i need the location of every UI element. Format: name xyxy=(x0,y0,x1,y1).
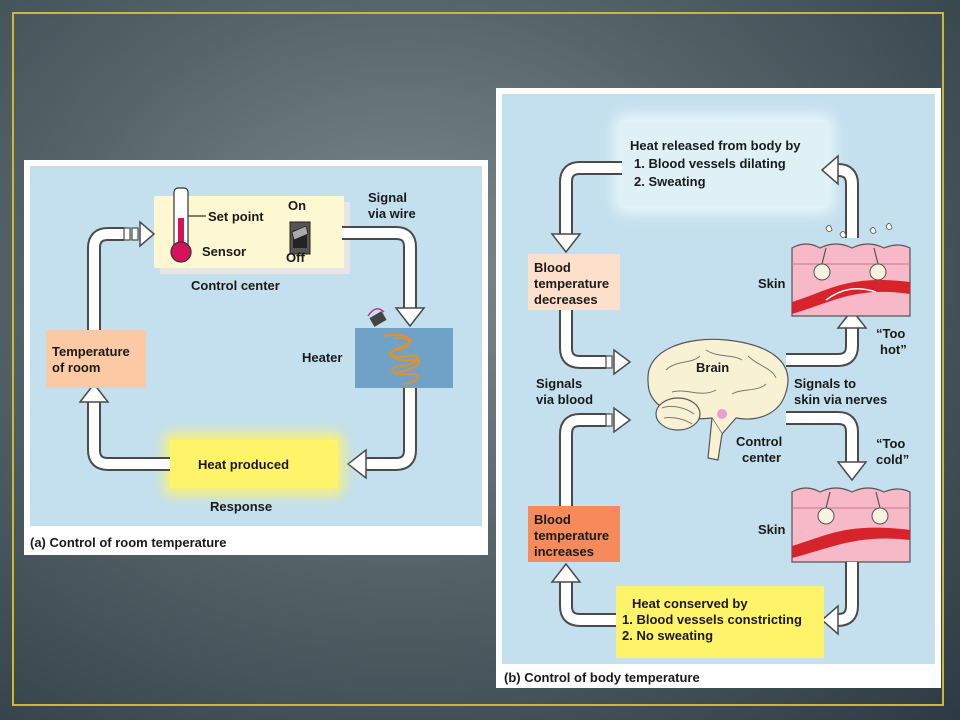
switch-icon xyxy=(289,221,311,255)
too-cold-line2: cold” xyxy=(876,452,910,467)
increases-line3: increases xyxy=(534,544,594,559)
temperature-box xyxy=(46,330,146,388)
panel-a-caption: (a) Control of room temperature xyxy=(30,535,227,550)
panel-body-temperature: Heat released from body by 1. Blood vess… xyxy=(496,88,941,688)
heater-label: Heater xyxy=(302,350,343,365)
heat-conserved-box xyxy=(616,586,824,658)
panel-a-graphics xyxy=(46,187,453,496)
arrow-head-to-temperature xyxy=(78,382,110,403)
response-label: Response xyxy=(210,499,273,514)
heat-conserved-title: Heat conserved by xyxy=(632,596,748,611)
skin-top-label: Skin xyxy=(758,276,786,291)
heat-released-item1: 1. Blood vessels dilating xyxy=(634,156,786,171)
skin-icon xyxy=(791,487,911,563)
signals-blood-line2: via blood xyxy=(536,392,594,407)
switch-off-label: Off xyxy=(286,250,305,265)
arrow-head-to-increases xyxy=(550,562,582,583)
switch-on-label: On xyxy=(288,198,307,213)
heater-sensor-icon xyxy=(369,311,387,327)
arrow-head-to-decreases xyxy=(550,233,582,254)
control-center-line1: Control xyxy=(736,434,783,449)
temperature-label-line2: of room xyxy=(52,360,101,375)
control-center-label: Control center xyxy=(191,278,280,293)
panel-b-caption: (b) Control of body temperature xyxy=(504,670,700,685)
arrow-head-to-control-center xyxy=(139,220,156,248)
increases-box xyxy=(528,506,620,562)
arrow-head-to-bottom-skin xyxy=(836,461,868,482)
set-point-label: Set point xyxy=(208,209,264,224)
slide-frame xyxy=(12,12,944,706)
decreases-line2: temperature xyxy=(534,276,610,291)
arrow-head-to-top-skin xyxy=(836,308,868,329)
brain-label: Brain xyxy=(696,360,730,375)
decreases-box xyxy=(528,254,620,310)
panel-room-temperature: Set point Sensor On Off Control center S… xyxy=(24,160,488,555)
decreases-line1: Blood xyxy=(534,260,571,275)
too-hot-line1: “Too xyxy=(876,326,906,341)
heat-conserved-item2: 2. No sweating xyxy=(622,628,714,643)
control-center-line2: center xyxy=(742,450,782,465)
heat-released-box xyxy=(622,122,826,206)
arrow-head-to-heater xyxy=(394,307,426,328)
heat-produced-box xyxy=(170,440,338,488)
sensor-label: Sensor xyxy=(202,244,247,259)
arrow-head-to-response xyxy=(346,448,367,480)
heat-conserved-item1: 1. Blood vessels constricting xyxy=(622,612,802,627)
increases-line1: Blood xyxy=(534,512,571,527)
signal-label-line2: via wire xyxy=(368,206,416,221)
signals-blood-line1: Signals xyxy=(536,376,583,391)
skin-bottom-label: Skin xyxy=(758,522,786,537)
too-cold-line1: “Too xyxy=(876,436,906,451)
heat-released-item2: 2. Sweating xyxy=(634,174,706,189)
sweat-drops-icon xyxy=(825,223,893,238)
too-hot-line2: hot” xyxy=(880,342,907,357)
heat-produced-label: Heat produced xyxy=(198,457,290,472)
heat-released-title: Heat released from body by xyxy=(630,138,801,153)
decreases-line3: decreases xyxy=(534,292,598,307)
increases-line2: temperature xyxy=(534,528,610,543)
arrow-head-to-heat-conserved xyxy=(820,604,839,636)
signals-nerves-line1: Signals to xyxy=(794,376,857,391)
heater-coil-icon xyxy=(383,334,421,385)
signals-nerves-line2: skin via nerves xyxy=(794,392,888,407)
thermometer-icon xyxy=(170,187,206,263)
panel-b-graphics xyxy=(528,114,911,658)
skin-icon xyxy=(791,243,911,317)
arrow-head-to-heat-released xyxy=(820,154,839,186)
temperature-label-line1: Temperature xyxy=(52,344,130,359)
signal-label-line1: Signal xyxy=(368,190,408,205)
brain-icon xyxy=(647,338,789,461)
